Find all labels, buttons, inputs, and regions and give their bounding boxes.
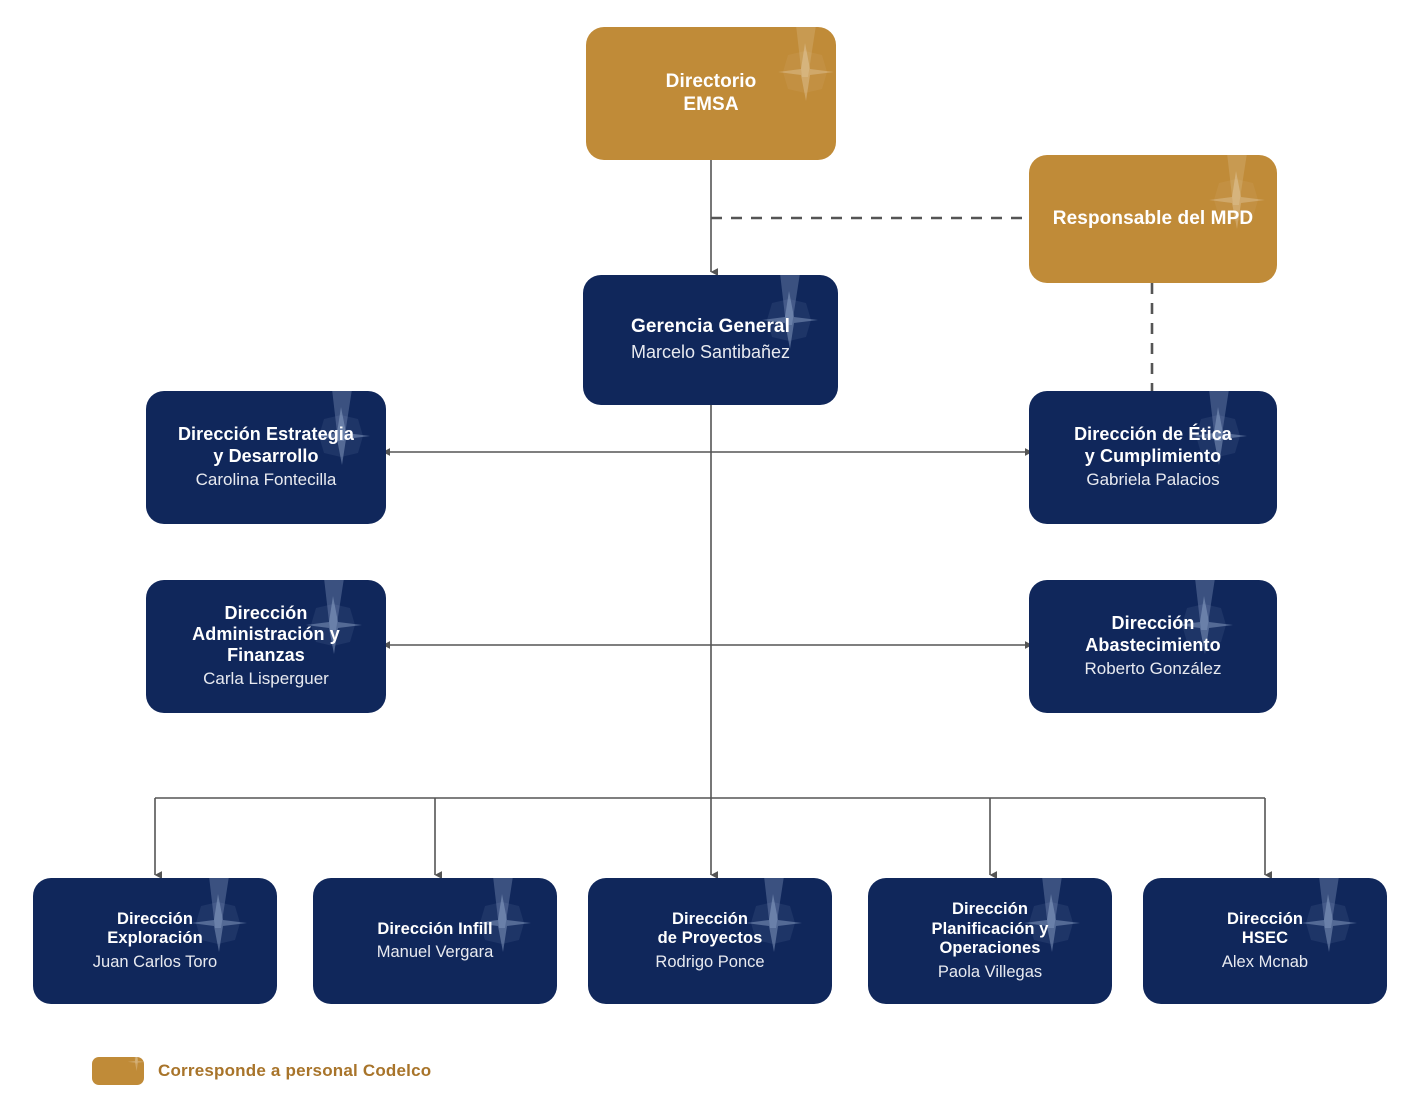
node-direccion-planificacion-operaciones[interactable]: Dirección Planificación y Operaciones Pa…: [868, 878, 1112, 1004]
node-person: Juan Carlos Toro: [92, 952, 218, 971]
legend-swatch-codelco: [92, 1057, 144, 1085]
node-direccion-infill[interactable]: Dirección Infill Manuel Vergara: [313, 878, 557, 1004]
legend-label: Corresponde a personal Codelco: [158, 1061, 432, 1080]
node-person: Carolina Fontecilla: [195, 469, 337, 489]
node-title: Dirección Abastecimiento: [1085, 613, 1221, 655]
node-directorio-emsa[interactable]: Directorio EMSA: [586, 27, 836, 160]
node-person: Carla Lisperguer: [203, 669, 329, 689]
node-title: Dirección HSEC: [1226, 909, 1304, 948]
node-title: Dirección Exploración: [107, 909, 203, 948]
node-person: Gabriela Palacios: [1086, 469, 1220, 489]
node-title: Dirección de Proyectos: [657, 909, 763, 948]
node-direccion-etica-cumplimiento[interactable]: Dirección de Ética y Cumplimiento Gabrie…: [1029, 391, 1277, 524]
node-title: Dirección de Ética y Cumplimiento: [1074, 424, 1232, 466]
node-direccion-estrategia-desarrollo[interactable]: Dirección Estrategia y Desarrollo Caroli…: [146, 391, 386, 524]
node-person: Alex Mcnab: [1221, 952, 1309, 971]
node-title: Dirección Estrategia y Desarrollo: [177, 424, 355, 466]
node-gerencia-general[interactable]: Gerencia General Marcelo Santibañez: [583, 275, 838, 405]
node-title: Dirección Planificación y Operaciones: [931, 900, 1049, 958]
node-direccion-exploracion[interactable]: Dirección Exploración Juan Carlos Toro: [33, 878, 277, 1004]
node-title: Dirección Infill: [377, 919, 493, 938]
node-person: Roberto González: [1084, 658, 1222, 678]
star-decoration-icon: [127, 1057, 144, 1071]
node-direccion-de-proyectos[interactable]: Dirección de Proyectos Rodrigo Ponce: [588, 878, 832, 1004]
node-title: Responsable del MPD: [1052, 207, 1254, 229]
node-person: Manuel Vergara: [376, 943, 494, 962]
node-responsable-mpd[interactable]: Responsable del MPD: [1029, 155, 1277, 283]
star-decoration-icon: [1209, 155, 1265, 229]
node-person: Paola Villegas: [937, 962, 1043, 981]
node-direccion-hsec[interactable]: Dirección HSEC Alex Mcnab: [1143, 878, 1387, 1004]
node-title: Directorio EMSA: [665, 71, 757, 115]
node-direccion-administracion-finanzas[interactable]: Dirección Administración y Finanzas Carl…: [146, 580, 386, 713]
legend: Corresponde a personal Codelco: [92, 1057, 431, 1085]
node-title: Dirección Administración y Finanzas: [192, 602, 340, 666]
node-title: Gerencia General: [631, 316, 790, 338]
node-direccion-abastecimiento[interactable]: Dirección Abastecimiento Roberto Gonzále…: [1029, 580, 1277, 713]
node-person: Rodrigo Ponce: [655, 952, 765, 971]
node-person: Marcelo Santibañez: [630, 341, 791, 362]
